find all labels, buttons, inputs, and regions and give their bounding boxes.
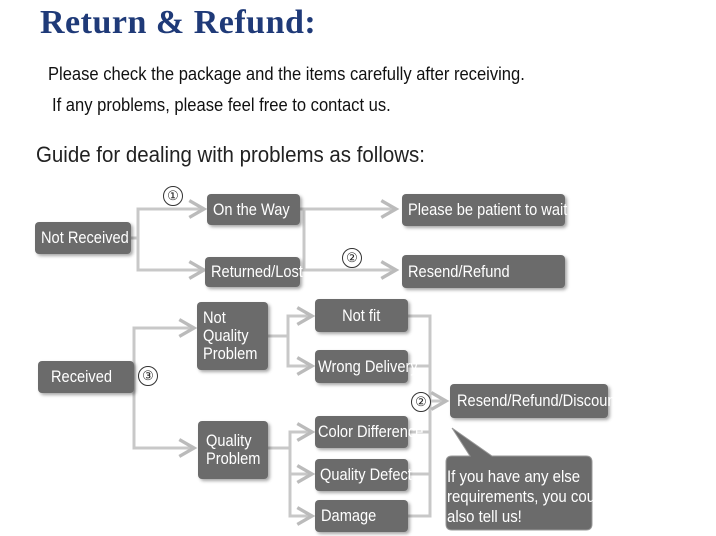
- page-title: Return & Refund:: [40, 4, 317, 41]
- box-quality-problem: Quality Problem: [198, 421, 268, 479]
- box-returned-lost: Returned/Lost: [205, 257, 303, 287]
- box-wrong-delivery: Wrong Delivery: [315, 350, 418, 383]
- intro-line-2: If any problems, please feel free to con…: [52, 95, 391, 115]
- box-on-the-way: On the Way: [207, 194, 300, 225]
- box-not-fit: Not fit: [315, 299, 408, 332]
- box-quality-defect: Quality Defect: [315, 459, 412, 491]
- bubble-text: If you have any else requirements, you c…: [447, 467, 607, 526]
- step-marker-2: ②: [342, 248, 362, 268]
- box-resend-refund: Resend/Refund: [402, 255, 565, 288]
- box-received: Received: [38, 361, 134, 393]
- step-marker-2-repeat: ②: [411, 392, 431, 412]
- intro-line-1: Please check the package and the items c…: [48, 64, 525, 84]
- step-marker-1: ①: [163, 186, 183, 206]
- box-resend-refund-discount: Resend/Refund/Discount: [450, 384, 620, 418]
- box-not-quality-problem: Not Quality Problem: [197, 302, 268, 370]
- step-marker-3: ③: [138, 366, 158, 386]
- box-color-difference: Color Difference: [315, 416, 423, 448]
- box-damage: Damage: [315, 500, 408, 532]
- box-please-wait: Please be patient to wait: [402, 194, 567, 226]
- box-not-received: Not Received: [35, 222, 131, 254]
- guide-heading: Guide for dealing with problems as follo…: [36, 142, 425, 167]
